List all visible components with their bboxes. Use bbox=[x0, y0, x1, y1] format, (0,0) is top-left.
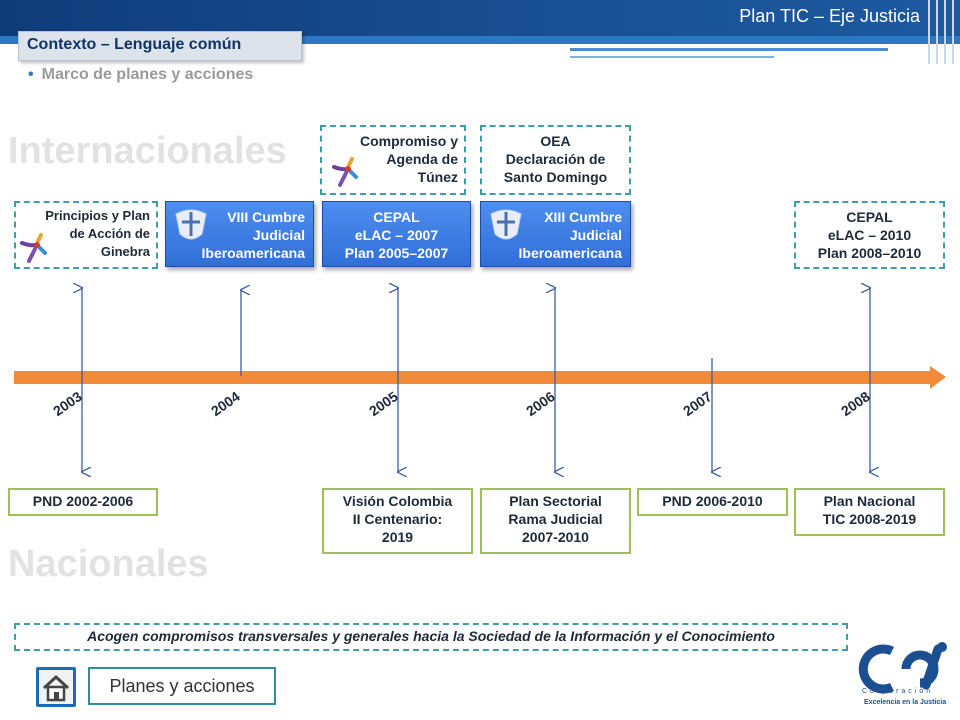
year-label: 2008 bbox=[838, 388, 873, 420]
header-vline bbox=[952, 0, 954, 64]
header-band bbox=[0, 0, 960, 36]
national-box-pnd-2002: PND 2002-2006 bbox=[8, 488, 158, 516]
year-label: 2003 bbox=[50, 388, 85, 420]
national-box-pnd-2006: PND 2006-2010 bbox=[637, 488, 788, 516]
footnote: Acogen compromisos transversales y gener… bbox=[14, 623, 848, 651]
shield-logo-icon bbox=[490, 209, 522, 240]
timeline-arrow-shaft bbox=[14, 371, 932, 384]
home-button[interactable] bbox=[36, 667, 76, 707]
cumbre-logo-icon bbox=[332, 157, 358, 187]
subtitle-text: Marco de planes y acciones bbox=[41, 66, 254, 83]
home-icon bbox=[39, 670, 73, 704]
header-strip bbox=[0, 36, 960, 44]
subtitle: • Marco de planes y acciones bbox=[28, 66, 253, 84]
brand-line2: Excelencia en la Justicia bbox=[864, 699, 947, 706]
header-strip-2 bbox=[570, 48, 888, 51]
heading-internacionales: Internacionales bbox=[8, 130, 287, 172]
header-vline bbox=[936, 0, 938, 64]
heading-nacionales: Nacionales bbox=[8, 543, 209, 585]
nav-label-planes[interactable]: Planes y acciones bbox=[88, 667, 276, 705]
header-strip-3 bbox=[570, 56, 774, 58]
brand-logo-icon bbox=[858, 642, 947, 694]
brand-line1: Corporación bbox=[862, 688, 934, 695]
header-vline bbox=[928, 0, 930, 64]
year-label: 2004 bbox=[208, 388, 243, 420]
year-label: 2007 bbox=[680, 388, 715, 420]
year-label: 2006 bbox=[523, 388, 558, 420]
header-title: Plan TIC – Eje Justicia bbox=[739, 6, 920, 26]
shield-logo-icon bbox=[175, 209, 207, 240]
header-vline bbox=[944, 0, 946, 64]
section-tag: Contexto – Lenguaje común bbox=[18, 31, 302, 61]
timeline-arrow-head bbox=[930, 366, 946, 389]
year-label: 2005 bbox=[366, 388, 401, 420]
cumbre-logo-icon bbox=[20, 233, 47, 263]
bullet-icon: • bbox=[28, 66, 34, 83]
